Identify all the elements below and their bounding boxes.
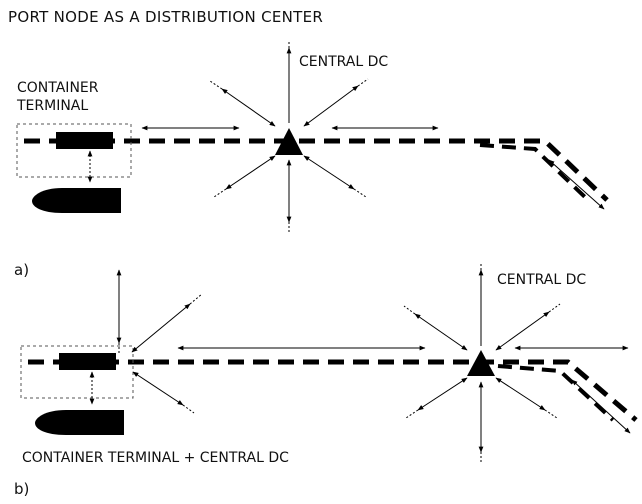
- panel-a-central-dc-triangle: [275, 128, 303, 155]
- panel-a-label: a): [14, 261, 30, 279]
- panel-b-arrow-southwest: [417, 377, 468, 411]
- panel-b-ship-icon: [35, 410, 124, 435]
- panel-a-container-terminal-label-line2: TERMINAL: [17, 98, 89, 114]
- panel-b-arrow-northwest: [414, 313, 468, 351]
- panel-b-arrow-southeast: [495, 377, 546, 411]
- panel-b-terminal-arrow-southeast: [132, 371, 184, 406]
- panel-b-arrow-northeast: [495, 311, 550, 351]
- panel-a-ship-icon: [32, 188, 121, 213]
- panel-a: [16, 40, 609, 234]
- panel-b: [20, 262, 638, 464]
- panel-b-label: b): [14, 480, 30, 498]
- panel-a-branch-corridor: [479, 143, 590, 202]
- panel-a-container-terminal-box: [16, 123, 132, 178]
- panel-a-arrow-northeast: [303, 85, 359, 127]
- panel-a-arrow-southwest: [225, 155, 276, 190]
- panel-b-central-dc-label: CENTRAL DC: [497, 272, 587, 288]
- panel-a-terminal-block: [56, 132, 113, 149]
- panel-a-branch-arrow: [548, 159, 605, 210]
- panel-a-central-dc-label: CENTRAL DC: [299, 54, 389, 70]
- diagram-title: PORT NODE AS A DISTRIBUTION CENTER: [8, 8, 324, 26]
- panel-a-arrow-southeast: [303, 155, 355, 190]
- panel-b-branch-arrow: [571, 379, 631, 434]
- panel-b-transport-corridor: [28, 359, 638, 422]
- panel-a-container-terminal-label-line1: CONTAINER: [17, 80, 99, 96]
- panel-b-terminal-block: [59, 353, 116, 370]
- panel-b-central-dc-triangle: [467, 350, 495, 376]
- panel-b-branch-corridor: [497, 364, 615, 422]
- panel-b-terminal-arrow-northeast: [131, 303, 191, 353]
- panel-b-container-terminal-caption: CONTAINER TERMINAL + CENTRAL DC: [22, 450, 289, 466]
- panel-a-arrow-northwest: [221, 88, 276, 127]
